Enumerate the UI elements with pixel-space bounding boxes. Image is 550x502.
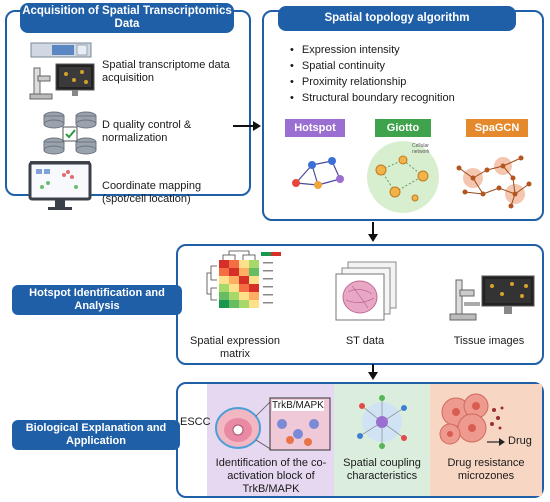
arrow-right-icon xyxy=(233,121,261,131)
algorithm-criteria-list: Expression intensity Spatial continuity … xyxy=(290,42,455,106)
criteria-item: Proximity relationship xyxy=(290,74,455,90)
hotspot-item-2: ST data xyxy=(345,335,385,347)
escc-label: ESCC xyxy=(180,416,211,428)
st-data-slides-icon xyxy=(335,261,397,321)
drug-resistance-cells-icon xyxy=(439,393,504,445)
bio-item-2: Spatial coupling characteristics xyxy=(343,457,421,482)
bio-item-3: Drug resistance microzones xyxy=(447,457,525,482)
acq-item-1: Spatial transcriptome data acquisition xyxy=(102,59,230,84)
acq-item-2: D quality control & normalization xyxy=(102,119,192,144)
bio-side-title: Biological Explanation and Application xyxy=(12,420,180,450)
algorithm-title: Spatial topology algorithm xyxy=(278,6,516,31)
drug-arrow-icon xyxy=(487,438,505,446)
method-hotspot: Hotspot xyxy=(285,119,345,137)
giotto-cellular-network-icon xyxy=(367,141,439,213)
spatial-coupling-icon xyxy=(357,395,407,449)
heatmap-icon xyxy=(206,250,281,308)
criteria-item: Spatial continuity xyxy=(290,58,455,74)
slide-icon xyxy=(30,42,92,58)
acquisition-title: Acquisition of Spatial Transcriptomics D… xyxy=(20,3,234,33)
hotspot-network-icon xyxy=(292,157,344,189)
database-check-icon xyxy=(43,111,97,155)
method-giotto: Giotto xyxy=(375,119,431,137)
monitor-icon xyxy=(28,161,92,210)
hotspot-side-title: Hotspot Identification and Analysis xyxy=(12,285,182,315)
criteria-item: Expression intensity xyxy=(290,42,455,58)
method-spagcn: SpaGCN xyxy=(466,119,528,137)
spagcn-graph-icon xyxy=(456,155,532,209)
acq-item-3: Coordinate mapping (spot/cell location) xyxy=(102,180,202,205)
arrow-down-icon xyxy=(368,364,378,380)
hotspot-item-3: Tissue images xyxy=(453,335,525,347)
drug-label: Drug xyxy=(508,435,532,447)
microscope-workstation-icon xyxy=(29,63,95,100)
trkb-mapk-inset-label: TrkB/MAPK xyxy=(272,400,324,411)
giotto-note: Cellular network xyxy=(412,143,430,155)
arrow-down-icon xyxy=(368,222,378,242)
criteria-item: Structural boundary recognition xyxy=(290,90,455,106)
bio-item-1: Identification of the co-activation bloc… xyxy=(215,457,327,495)
hotspot-item-1: Spatial expression matrix xyxy=(190,335,280,360)
microscope-monitor-icon xyxy=(449,275,535,321)
